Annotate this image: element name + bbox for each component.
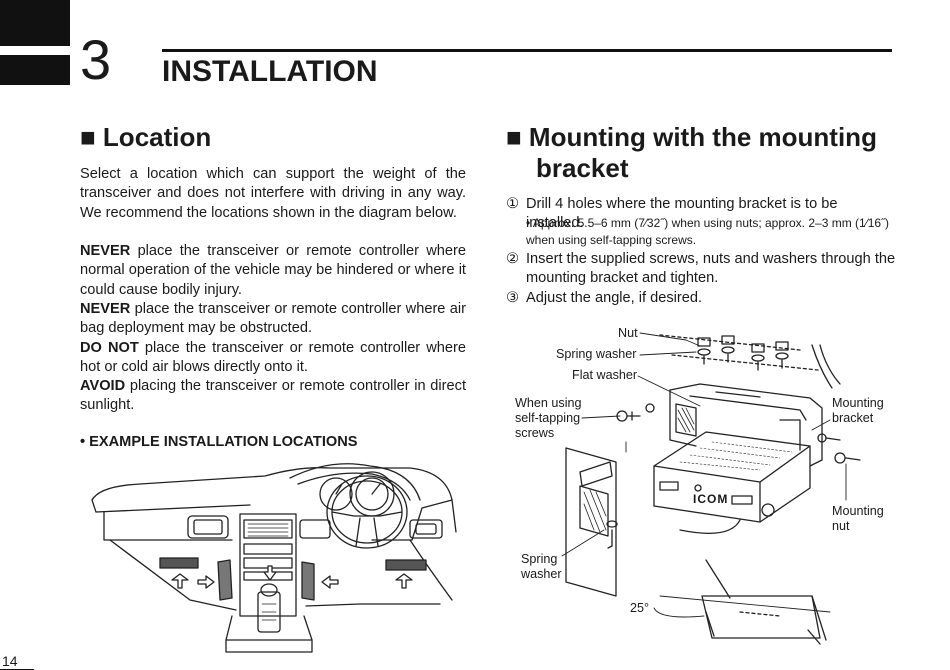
- warning-keyword: NEVER: [80, 243, 131, 259]
- label-flat-washer: Flat washer: [572, 368, 638, 382]
- car-interior-illustration: [91, 463, 457, 653]
- step-note: • Approx. 5.5–6 mm (7⁄32˝) when using nu…: [526, 216, 890, 247]
- warning-text: place the transceiver or remote controll…: [80, 243, 466, 298]
- step-number: ②: [506, 251, 520, 267]
- warning-keyword: DO NOT: [80, 340, 139, 356]
- warning-text: place the transceiver or remote controll…: [80, 340, 466, 376]
- label-angle: 25°: [630, 601, 650, 615]
- step-text: Insert the supplied screws, nuts and was…: [526, 251, 896, 287]
- mounting-bracket-illustration: [561, 332, 861, 645]
- chapter-rule: [162, 49, 892, 52]
- location-intro: Select a location which can support the …: [80, 166, 466, 221]
- chapter-number: 3: [80, 28, 112, 91]
- warning-paragraph: NEVER place the transceiver or remote co…: [80, 300, 466, 339]
- warning-text: placing the transceiver or remote contro…: [80, 378, 466, 414]
- warning-paragraph: AVOID placing the transceiver or remote …: [80, 377, 466, 416]
- mounting-heading-line2: bracket: [536, 153, 629, 183]
- warning-keyword: NEVER: [80, 301, 131, 317]
- install-step: ③ Adjust the angle, if desired.: [506, 289, 896, 308]
- brand-logo: ICOM: [693, 492, 729, 506]
- step-text: Drill 4 holes where the mounting bracket…: [526, 196, 838, 232]
- step-text: Adjust the angle, if desired.: [526, 290, 703, 306]
- step-number: ①: [506, 196, 520, 212]
- label-spring-washer-lower: Spring washer: [521, 552, 562, 581]
- chapter-tab-marker-lower: [0, 55, 70, 85]
- label-self-tapping: When using self-tapping screws: [515, 396, 582, 440]
- warning-keyword: AVOID: [80, 378, 126, 394]
- label-spring-washer: Spring washer: [556, 347, 637, 361]
- chapter-tab-marker: [0, 0, 70, 46]
- page-number: 14: [0, 653, 34, 670]
- install-step: ② Insert the supplied screws, nuts and w…: [506, 250, 896, 289]
- label-mounting-nut: Mounting nut: [832, 504, 884, 533]
- step-number: ③: [506, 290, 520, 306]
- example-locations-title: • EXAMPLE INSTALLATION LOCATIONS: [80, 434, 358, 450]
- warning-paragraph: NEVER place the transceiver or remote co…: [80, 242, 466, 300]
- warning-paragraph: DO NOT place the transceiver or remote c…: [80, 339, 466, 378]
- warning-text: place the transceiver or remote controll…: [80, 301, 466, 337]
- mounting-heading: ■ Mounting with the mounting bracket: [506, 122, 906, 184]
- label-nut: Nut: [618, 326, 638, 340]
- mounting-heading-line1: ■ Mounting with the mounting: [506, 122, 877, 152]
- location-heading: ■ Location: [80, 122, 212, 152]
- install-step: ① Drill 4 holes where the mounting brack…: [506, 195, 896, 234]
- label-mounting-bracket: Mounting bracket: [832, 396, 884, 425]
- chapter-title: INSTALLATION: [162, 55, 378, 88]
